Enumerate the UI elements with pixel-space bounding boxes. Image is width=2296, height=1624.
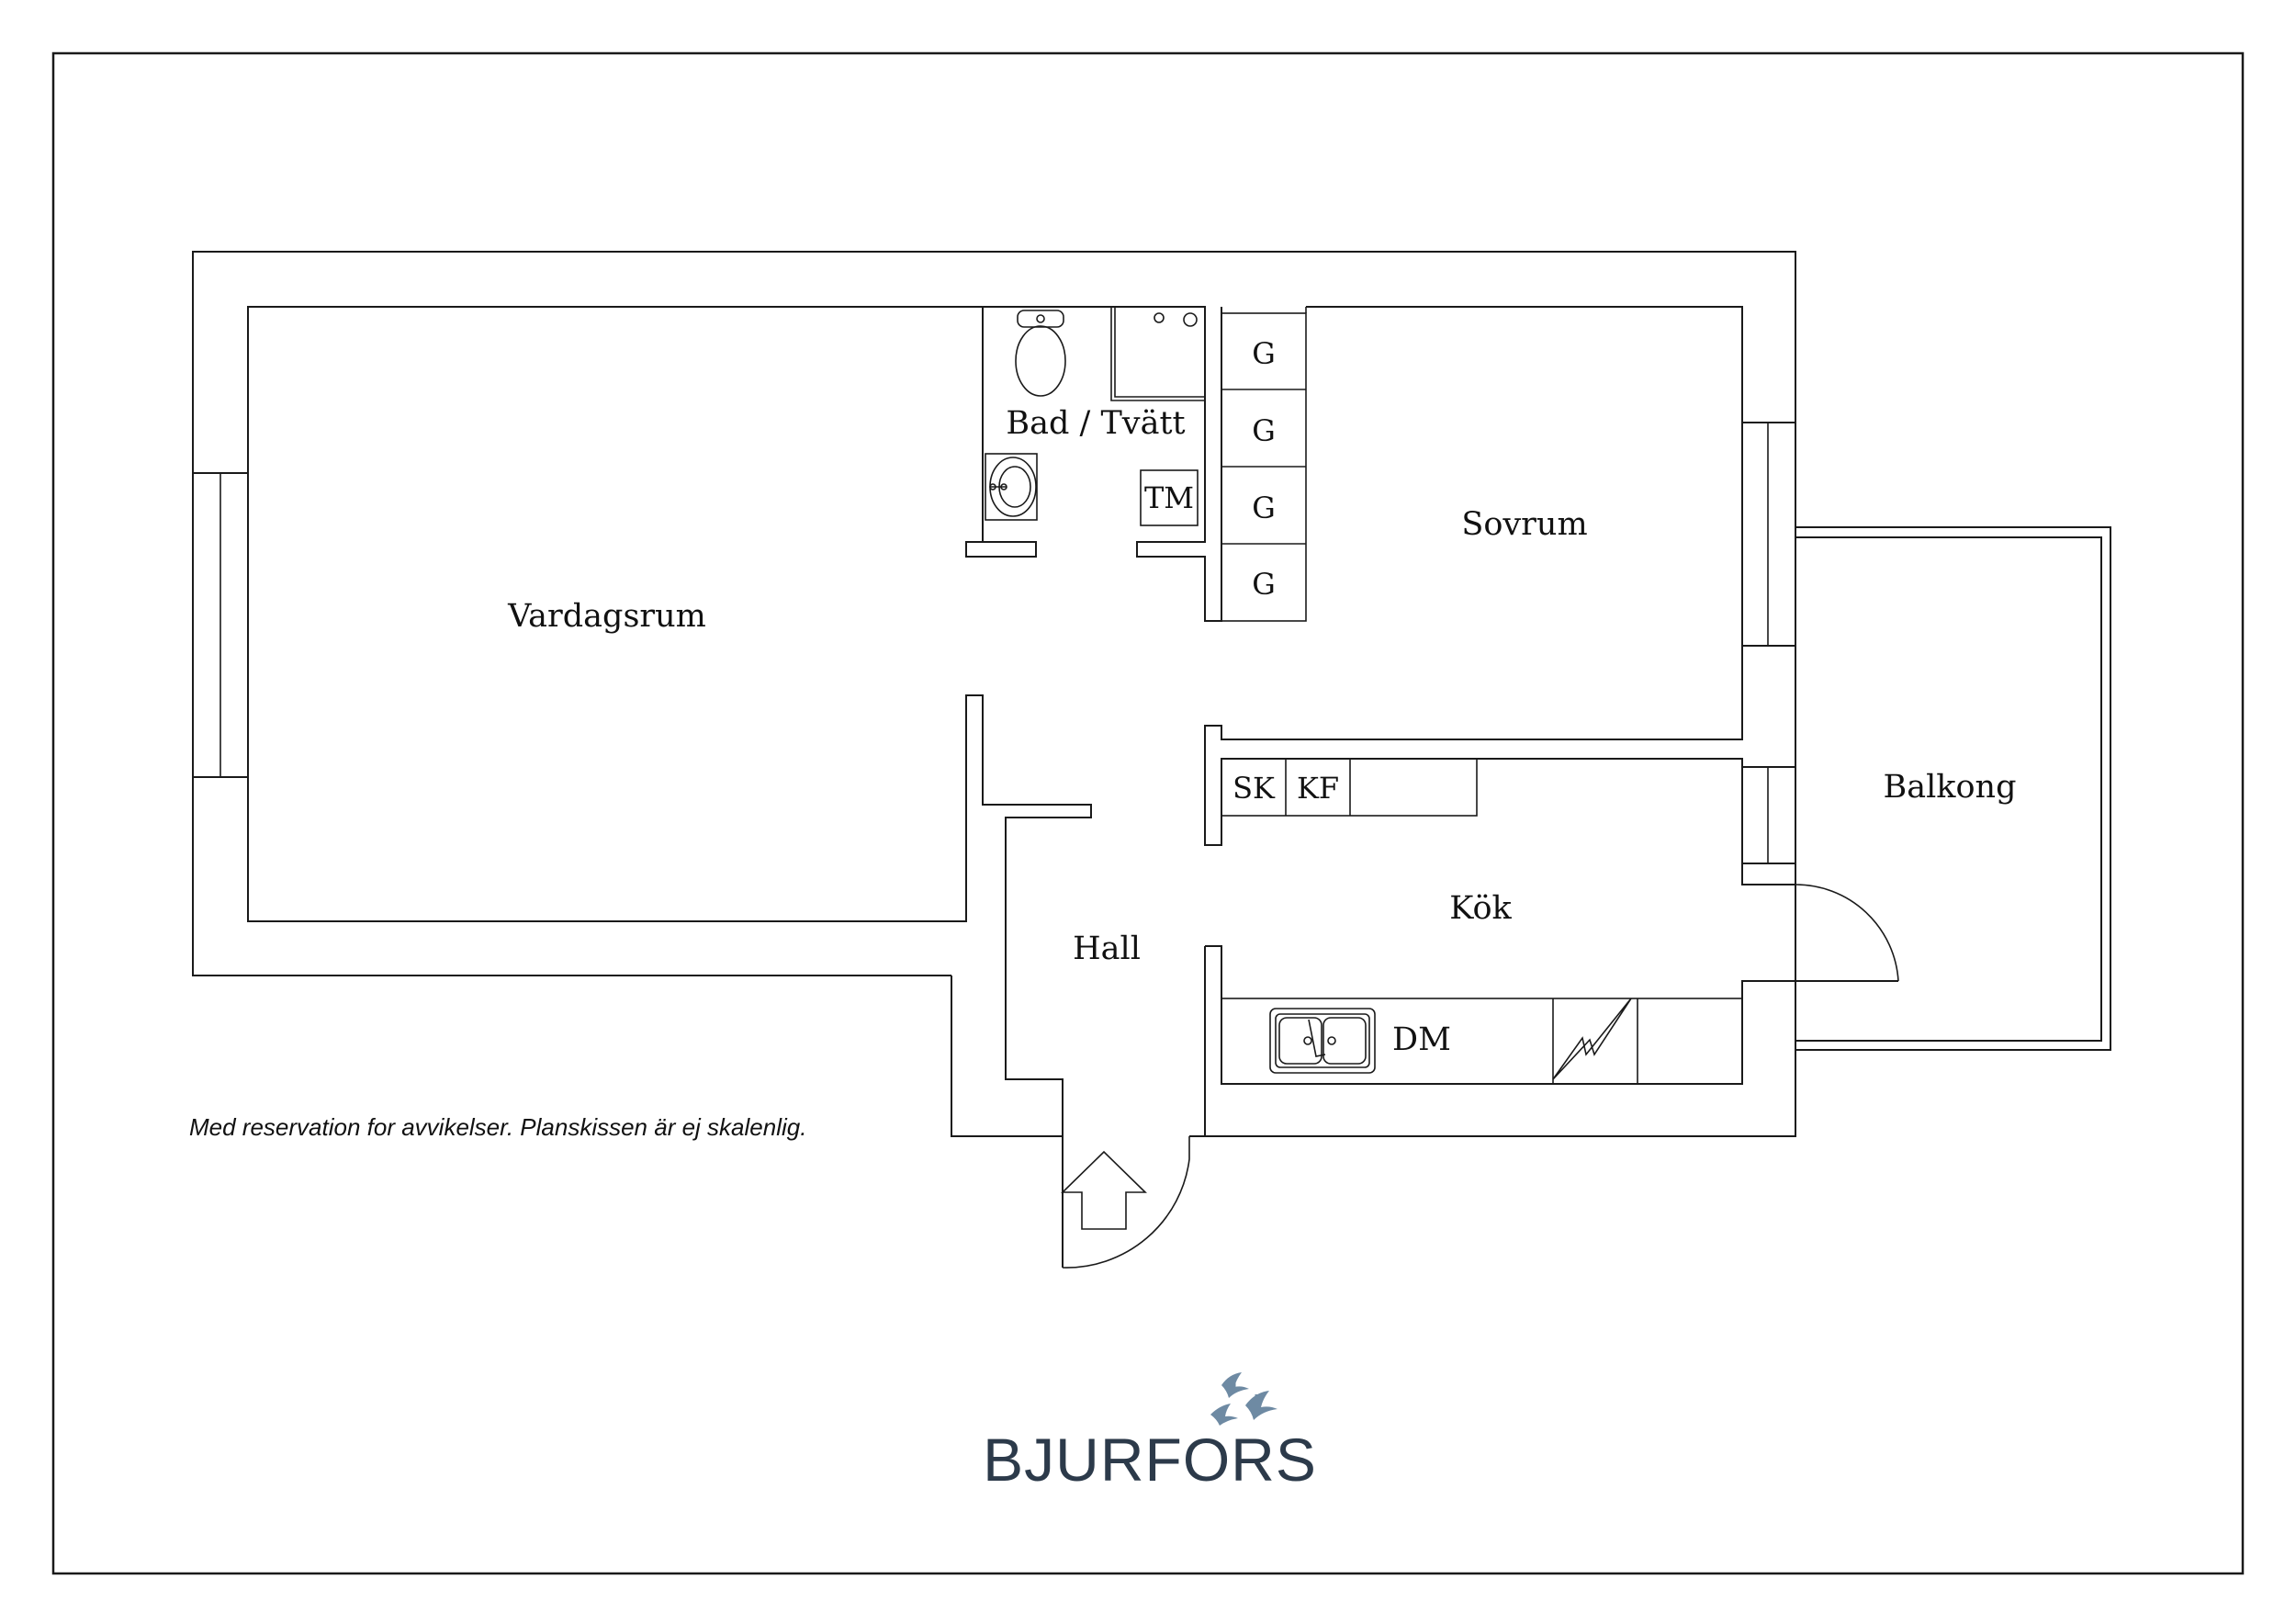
washing-machine bbox=[1140, 469, 1199, 526]
page-frame bbox=[51, 51, 2245, 1575]
balkong: Balkong bbox=[1795, 526, 2111, 1051]
entrance-arrow bbox=[1061, 1150, 1147, 1230]
vardagsrum-walls bbox=[247, 306, 1092, 1268]
disclaimer-note: Med reservation for avvikelser. Planskis… bbox=[189, 1113, 806, 1141]
stove-symbol bbox=[1552, 998, 1632, 1080]
bathroom: TM Bad / Tvätt bbox=[965, 306, 1221, 622]
exterior-walls bbox=[192, 251, 1796, 1137]
fridge-label: KF bbox=[1297, 771, 1339, 806]
dishwasher-label: DM bbox=[1392, 1021, 1451, 1058]
washing-machine-label: TM bbox=[1144, 480, 1194, 515]
sink bbox=[985, 453, 1038, 521]
room-label-bad-tvatt: Bad / Tvätt bbox=[1006, 405, 1185, 442]
shower bbox=[1110, 307, 1205, 401]
hall: Hall bbox=[1061, 930, 1190, 1269]
kitchen-sink bbox=[1269, 1008, 1376, 1074]
wardrobes: G G G G bbox=[1205, 307, 1307, 622]
balcony-door-swing bbox=[1795, 884, 1899, 982]
sovrum-walls: Sovrum bbox=[1204, 306, 1795, 885]
freezer-label: SK bbox=[1232, 771, 1276, 806]
room-label-hall: Hall bbox=[1073, 930, 1141, 967]
entrance-door-swing bbox=[1062, 1136, 1190, 1269]
room-label-kok: Kök bbox=[1449, 890, 1512, 927]
wardrobe-label: G bbox=[1252, 336, 1276, 371]
brand-name: BJURFORS bbox=[983, 1426, 1317, 1494]
kitchen: SK KF DM Kök bbox=[1204, 758, 1899, 1136]
room-label-sovrum: Sovrum bbox=[1461, 506, 1587, 543]
wardrobe-label: G bbox=[1252, 413, 1276, 448]
room-label-vardagsrum: Vardagsrum bbox=[507, 598, 706, 635]
wardrobe-label: G bbox=[1252, 491, 1276, 525]
wardrobe-label: G bbox=[1252, 567, 1276, 602]
birds-icon bbox=[1210, 1372, 1277, 1426]
room-label-balkong: Balkong bbox=[1883, 769, 2016, 806]
toilet bbox=[1015, 310, 1066, 397]
brand-logo: BJURFORS bbox=[983, 1372, 1317, 1494]
